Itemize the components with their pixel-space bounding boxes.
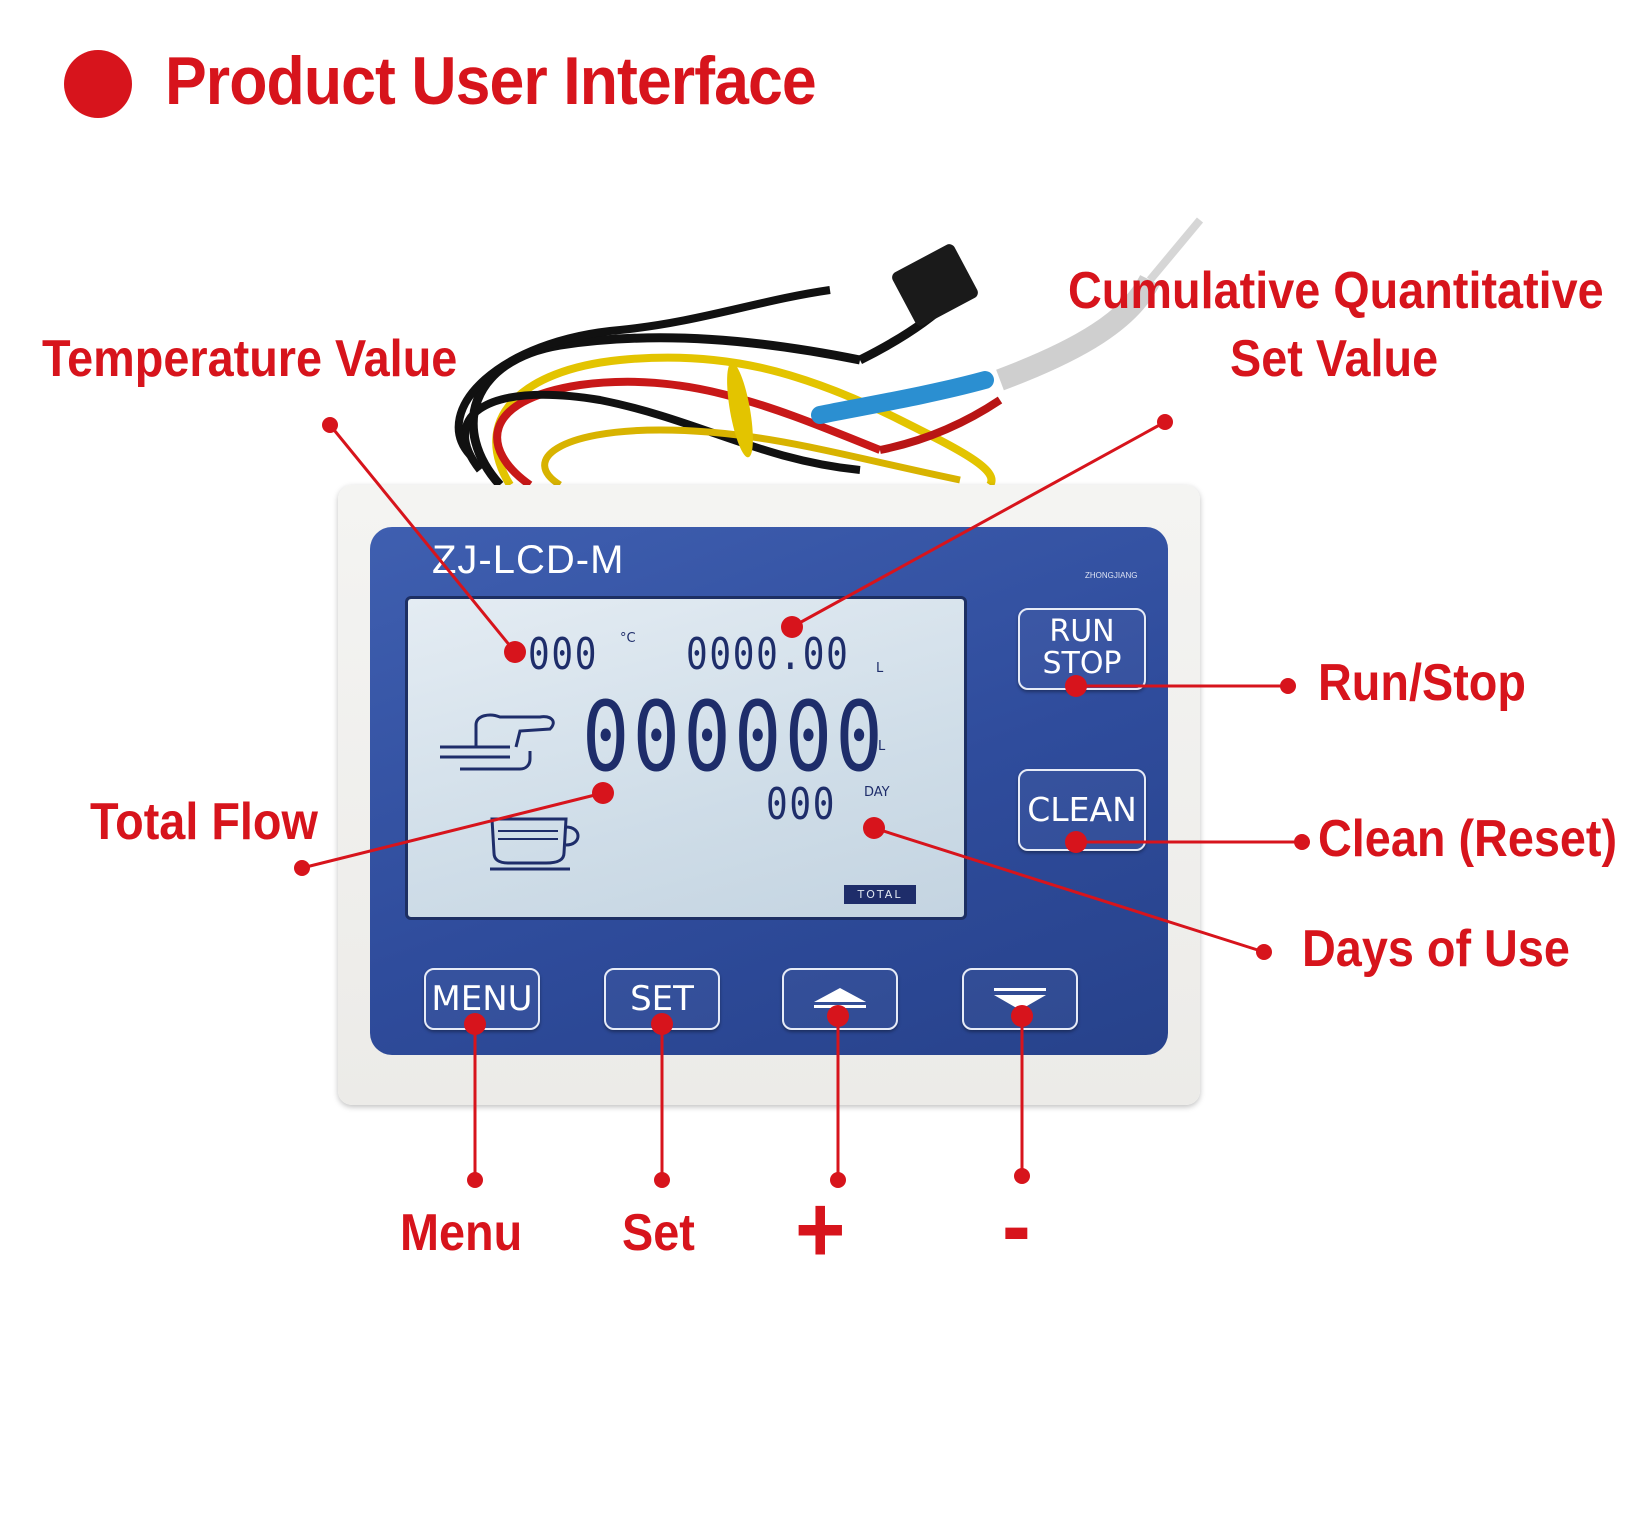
label-clean-reset: Clean (Reset)	[1318, 810, 1618, 868]
label-temperature-value: Temperature Value	[42, 330, 458, 388]
label-days-of-use: Days of Use	[1302, 920, 1570, 978]
total-flow-unit: L	[878, 739, 886, 754]
title-bullet	[64, 50, 132, 118]
page-title: Product User Interface	[165, 43, 817, 119]
menu-button[interactable]: MENU	[424, 968, 540, 1030]
set-value-unit: L	[876, 661, 884, 676]
label-cumulative-line1: Cumulative Quantitative	[1068, 262, 1604, 320]
temperature-readout: 000	[528, 629, 599, 680]
days-readout: 000	[766, 779, 837, 830]
label-run-stop: Run/Stop	[1318, 654, 1526, 712]
up-arrow-icon	[814, 988, 866, 1008]
label-set: Set	[622, 1204, 695, 1262]
faucet-icon	[440, 713, 555, 771]
label-total-flow: Total Flow	[90, 793, 318, 851]
label-cumulative-line2: Set Value	[1230, 330, 1439, 388]
run-stop-label-run: RUN	[1049, 614, 1115, 649]
cup-icon	[490, 817, 580, 871]
up-button[interactable]	[782, 968, 898, 1030]
total-flow-readout: 000000	[582, 681, 887, 793]
label-plus: +	[795, 1176, 846, 1283]
temperature-unit: °C	[620, 631, 636, 646]
model-name: ZJ-LCD-M	[432, 538, 625, 582]
label-minus: -	[1002, 1172, 1031, 1279]
brand-mark: ZHONGJIANG	[1085, 571, 1138, 580]
run-stop-label-stop: STOP	[1042, 646, 1122, 681]
run-stop-button[interactable]: RUN STOP	[1018, 608, 1146, 690]
set-value-readout: 0000.00	[686, 629, 850, 680]
total-badge: TOTAL	[844, 885, 916, 904]
clean-button[interactable]: CLEAN	[1018, 769, 1146, 851]
days-unit: DAY	[864, 785, 890, 800]
lcd-screen: 000 °C 0000.00 L 000000 L 000 DAY TOTAL	[405, 596, 967, 920]
down-arrow-icon	[994, 988, 1046, 1010]
label-menu: Menu	[400, 1204, 523, 1262]
set-button[interactable]: SET	[604, 968, 720, 1030]
down-button[interactable]	[962, 968, 1078, 1030]
